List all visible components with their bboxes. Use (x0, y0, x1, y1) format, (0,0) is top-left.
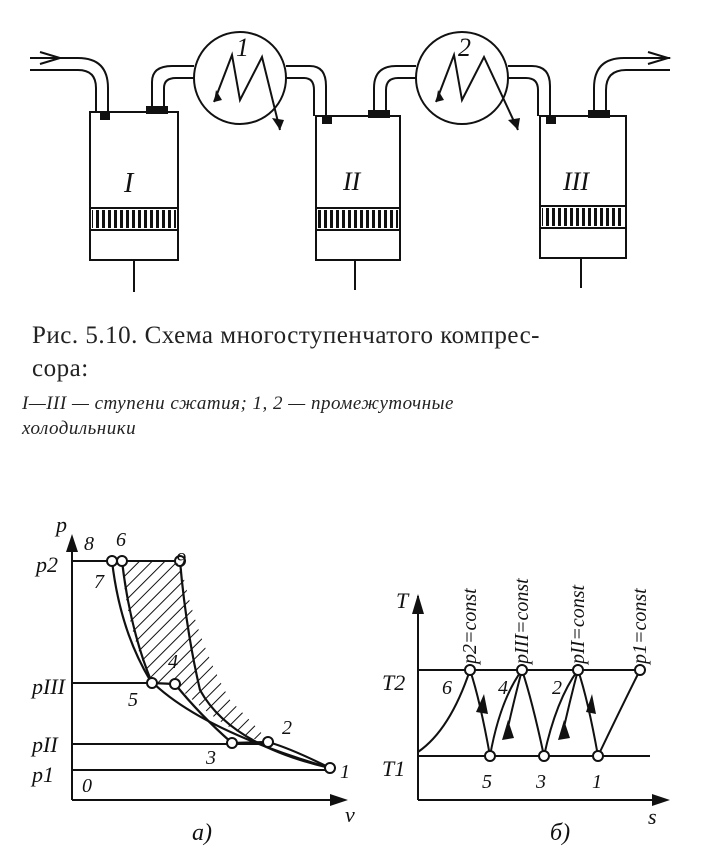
pv-p2: p2 (34, 552, 58, 577)
pv-axis-x: v (345, 802, 355, 827)
pv-point-4: 4 (168, 651, 178, 673)
ts-point-4: 4 (498, 677, 508, 699)
ts-axis-x: s (648, 804, 657, 829)
pv-point-2: 2 (282, 717, 292, 739)
ts-point-2: 2 (552, 677, 562, 699)
ts-point-1: 1 (592, 771, 602, 793)
pv-point-3: 3 (205, 747, 216, 769)
ts-isobar-p1: p1=const (629, 588, 651, 666)
ts-point-3: 3 (535, 771, 546, 793)
pv-point-7: 7 (94, 571, 105, 593)
pv-p1: p1 (30, 762, 54, 787)
ts-isobar-p2: p2=const (459, 588, 481, 666)
caption-title-cont: сора: (32, 355, 89, 382)
pv-sublabel: а) (192, 820, 212, 846)
pv-point-6: 6 (116, 529, 126, 551)
ts-T2: T2 (382, 670, 405, 695)
pv-pII: pII (30, 732, 59, 757)
pv-origin: 0 (82, 775, 92, 797)
pv-point-9: 9 (176, 549, 186, 571)
ts-isobar-pII: pII=const (567, 585, 589, 666)
cooler-label-2: 2 (458, 33, 471, 62)
caption-title: Рис. 5.10. Схема многоступенчатого компр… (32, 322, 541, 349)
caption-legend: I—III — ступени сжатия; 1, 2 — промежуто… (22, 393, 454, 414)
ts-point-6: 6 (442, 677, 452, 699)
pv-point-5: 5 (128, 689, 138, 711)
compressor-scheme: I II III 1 2 (30, 31, 672, 292)
stage-label-2: II (342, 167, 362, 196)
pv-point-8: 8 (84, 533, 94, 555)
ts-point-5: 5 (482, 771, 492, 793)
ts-sublabel: б) (550, 820, 570, 846)
pv-point-1: 1 (340, 761, 350, 783)
pv-axis-y: p (54, 512, 67, 537)
caption-legend-cont: холодильники (22, 418, 137, 439)
ts-isobar-pIII: pIII=const (511, 578, 533, 666)
ts-axis-y: T (396, 588, 410, 613)
stage-label-1: I (123, 168, 135, 199)
ts-T1: T1 (382, 756, 405, 781)
pv-pIII: pIII (30, 674, 67, 699)
stage-label-3: III (562, 167, 590, 196)
cooler-label-1: 1 (236, 33, 249, 62)
